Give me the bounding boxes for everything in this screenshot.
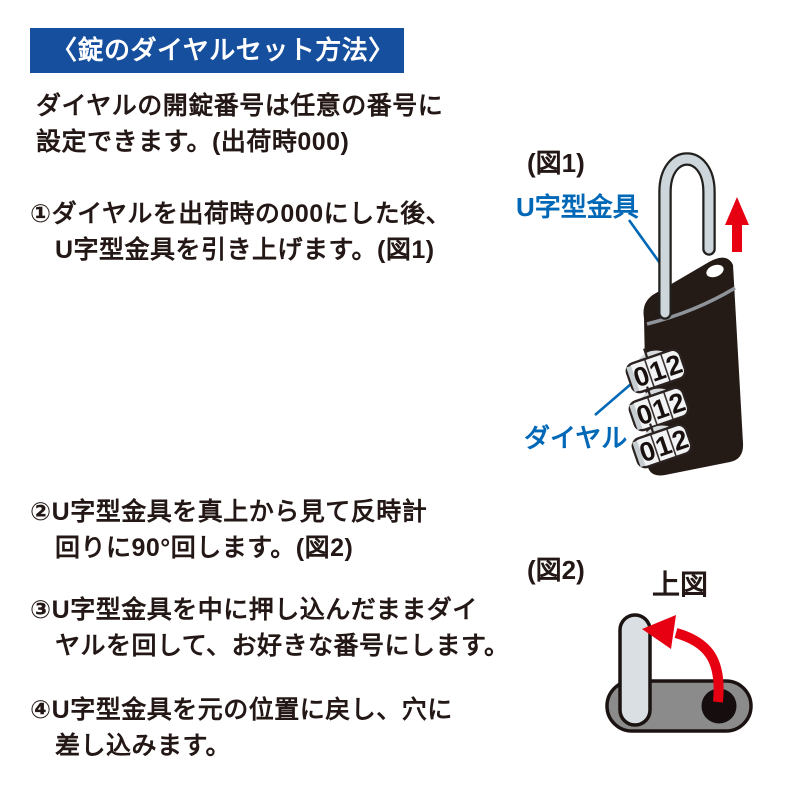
- shackle-label: U字型金具: [516, 192, 639, 222]
- intro-line-2: 設定できます。(出荷時000): [36, 128, 350, 156]
- step-2: ②U字型金具を真上から見て反時計 回りに90°回します。(図2): [30, 494, 427, 566]
- dial-band: [628, 386, 690, 432]
- step-3-line-1: ③U字型金具を中に押し込んだままダイ: [30, 596, 478, 624]
- lock-top-highlight: [646, 286, 736, 326]
- section-title: 〈錠のダイヤルセット方法〉: [51, 35, 395, 65]
- step-1-line-2: U字型金具を引き上げます。(図1): [55, 236, 435, 264]
- step-3-line-2: ヤルを回して、お好きな番号にします。: [55, 632, 510, 660]
- padlock-figure: 0 1 2 0 1 2 0 1 2: [594, 152, 749, 476]
- step-3: ③U字型金具を中に押し込んだままダイ ヤルを回して、お好きな番号にします。: [30, 592, 510, 664]
- shackle: [660, 154, 714, 318]
- dial-1: 0 1 2: [625, 348, 687, 394]
- shackle-top-view: [618, 613, 652, 727]
- shackle-pointer-line: [627, 219, 664, 267]
- dial-band: [625, 348, 687, 394]
- dial-label: ダイヤル: [524, 423, 628, 453]
- top-view-figure: [605, 613, 753, 733]
- dial-separator: [660, 354, 671, 382]
- dial-edge: [632, 440, 646, 468]
- intro-line-1: ダイヤルの開錠番号は任意の番号に: [36, 92, 444, 120]
- step-4-line-1: ④U字型金具を元の位置に戻し、穴に: [30, 696, 453, 724]
- step-2-line-2: 回りに90°回します。(図2): [55, 534, 354, 562]
- dial-band: [631, 423, 693, 469]
- dial-edge: [629, 403, 643, 431]
- shackle-hole-top-view: [701, 688, 737, 724]
- figure-2-caption: (図2): [527, 555, 585, 585]
- figure-1-caption: (図1): [527, 148, 585, 178]
- dial-separator: [644, 359, 655, 387]
- up-arrow-icon: [725, 197, 749, 252]
- rotation-arrow-shaft: [674, 628, 724, 703]
- dial-2: 0 1 2: [628, 386, 690, 432]
- dial-separator: [647, 397, 658, 425]
- dial-separator: [650, 434, 661, 462]
- dial-separator: [666, 429, 677, 457]
- step-2-line-1: ②U字型金具を真上から見て反時計: [30, 498, 428, 526]
- top-view-label: 上図: [652, 569, 709, 600]
- step-1: ①ダイヤルを出荷時の000にした後、 U字型金具を引き上げます。(図1): [30, 196, 451, 268]
- step-4: ④U字型金具を元の位置に戻し、穴に 差し込みます。: [30, 692, 453, 764]
- intro-paragraph: ダイヤルの開錠番号は任意の番号に 設定できます。(出荷時000): [36, 88, 443, 160]
- step-1-line-1: ①ダイヤルを出荷時の000にした後、: [30, 200, 452, 228]
- dial-edge: [626, 365, 640, 393]
- dial-3: 0 1 2: [631, 423, 693, 469]
- step-4-line-2: 差し込みます。: [55, 732, 232, 760]
- dial-separator: [663, 392, 674, 420]
- shackle-hole: [706, 264, 724, 278]
- rotation-arrow-head: [642, 615, 676, 649]
- section-title-banner: 〈錠のダイヤルセット方法〉: [30, 28, 404, 73]
